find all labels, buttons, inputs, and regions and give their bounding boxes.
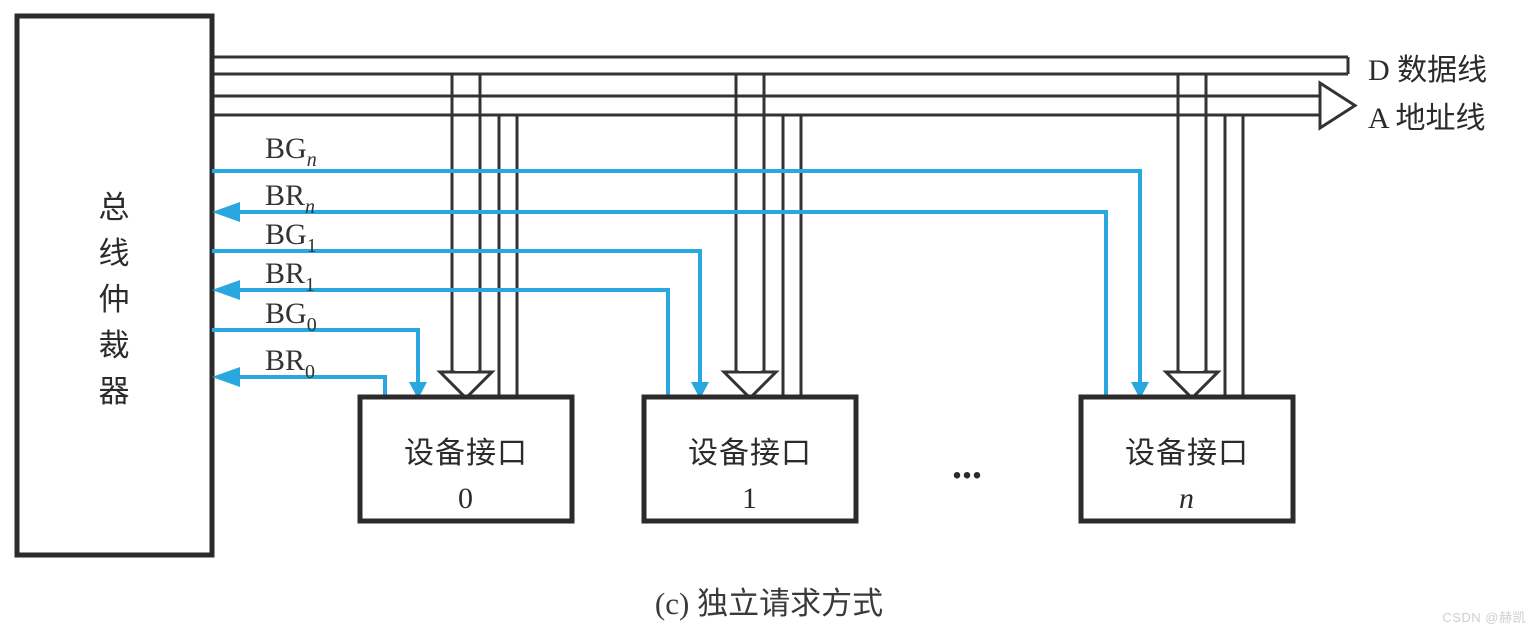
arrowhead-BR0-left (212, 367, 240, 387)
device-1-bus-drops (734, 74, 803, 398)
signal-label-BR0: BR0 (265, 344, 315, 383)
data-bus-label: D 数据线 (1368, 54, 1487, 87)
address-bus-arrowhead (1318, 80, 1358, 131)
signal-line-BG0 (212, 328, 420, 388)
figure-caption: (c) 独立请求方式 (655, 586, 883, 621)
signal-label-BR0-index: 0 (305, 361, 315, 383)
signal-line-BRn (228, 210, 1108, 398)
signal-label-BG0-name: BG (265, 297, 307, 330)
arrowhead-BR1-left (212, 280, 240, 300)
signal-label-BRn: BRn (265, 179, 315, 218)
arbiter-char-2: 仲 (99, 282, 130, 317)
signal-lines-group (212, 169, 1142, 398)
signal-label-BR1: BR1 (265, 257, 315, 296)
device-box-1[interactable] (641, 394, 859, 524)
device-n-title: 设备接口 (1125, 437, 1249, 470)
device-1-title: 设备接口 (688, 437, 812, 470)
bus-arbiter-box[interactable] (14, 13, 215, 558)
device-1-data-arrowhead (720, 370, 780, 401)
device-box-0[interactable] (357, 394, 575, 524)
signal-label-BG0-index: 0 (307, 314, 317, 336)
signal-line-BR0 (228, 375, 387, 398)
address-bus-label: A 地址线 (1368, 102, 1486, 135)
signal-arrowheads-grant (409, 382, 1149, 399)
device-0-data-arrowhead (436, 370, 496, 401)
signal-label-BGn: BGn (265, 132, 317, 171)
signal-label-BG1: BG1 (265, 218, 317, 257)
data-bus-rails (212, 55, 1350, 76)
arbiter-label: 总 线 仲 裁 器 (99, 190, 130, 409)
signal-label-BR1-name: BR (265, 257, 305, 290)
signal-label-BR1-index: 1 (305, 274, 315, 296)
devices-ellipsis: ... (952, 442, 982, 487)
arrowhead-BRn-left (212, 202, 240, 222)
device-labels: 设备接口 0 设备接口 1 设备接口 n (404, 437, 1249, 515)
signal-label-BRn-name: BR (265, 179, 305, 212)
arbiter-char-4: 器 (99, 374, 130, 409)
csdn-watermark: CSDN @赫凯 (1442, 610, 1526, 625)
device-0-title: 设备接口 (404, 437, 528, 470)
device-0-index: 0 (458, 482, 474, 515)
signal-label-BRn-index: n (305, 196, 315, 218)
bus-trunk-group (212, 55, 1358, 131)
signal-arrowheads-request (212, 202, 240, 387)
address-bus-rails (212, 94, 1320, 117)
signal-line-BG1 (212, 249, 702, 388)
signal-label-BG0: BG0 (265, 297, 317, 336)
signal-label-BG1-index: 1 (307, 235, 317, 257)
arrowhead-BG1-down (691, 382, 709, 399)
signal-label-BR0-name: BR (265, 344, 305, 377)
signal-label-BGn-name: BG (265, 132, 307, 165)
device-n-index: n (1179, 482, 1195, 515)
arbiter-char-0: 总 (99, 190, 130, 225)
signal-label-BGn-index: n (307, 149, 317, 171)
arbiter-char-1: 线 (99, 236, 130, 271)
device-n-bus-drops (1176, 74, 1245, 398)
device-1-index: 1 (742, 482, 758, 515)
signal-label-BG1-name: BG (265, 218, 307, 251)
bus-labels: D 数据线 A 地址线 (1368, 54, 1487, 135)
signal-labels: BGn BRn BG1 BR1 BG0 BR0 (265, 132, 317, 383)
device-box-n[interactable] (1078, 394, 1296, 524)
device-n-data-arrowhead (1162, 370, 1222, 401)
arrowhead-BG0-down (409, 382, 427, 399)
arrowhead-BGn-down (1131, 382, 1149, 399)
signal-line-BR1 (228, 288, 670, 398)
signal-line-BGn (212, 169, 1142, 388)
device-0-bus-drops (450, 74, 519, 398)
arbiter-char-3: 裁 (99, 328, 130, 363)
